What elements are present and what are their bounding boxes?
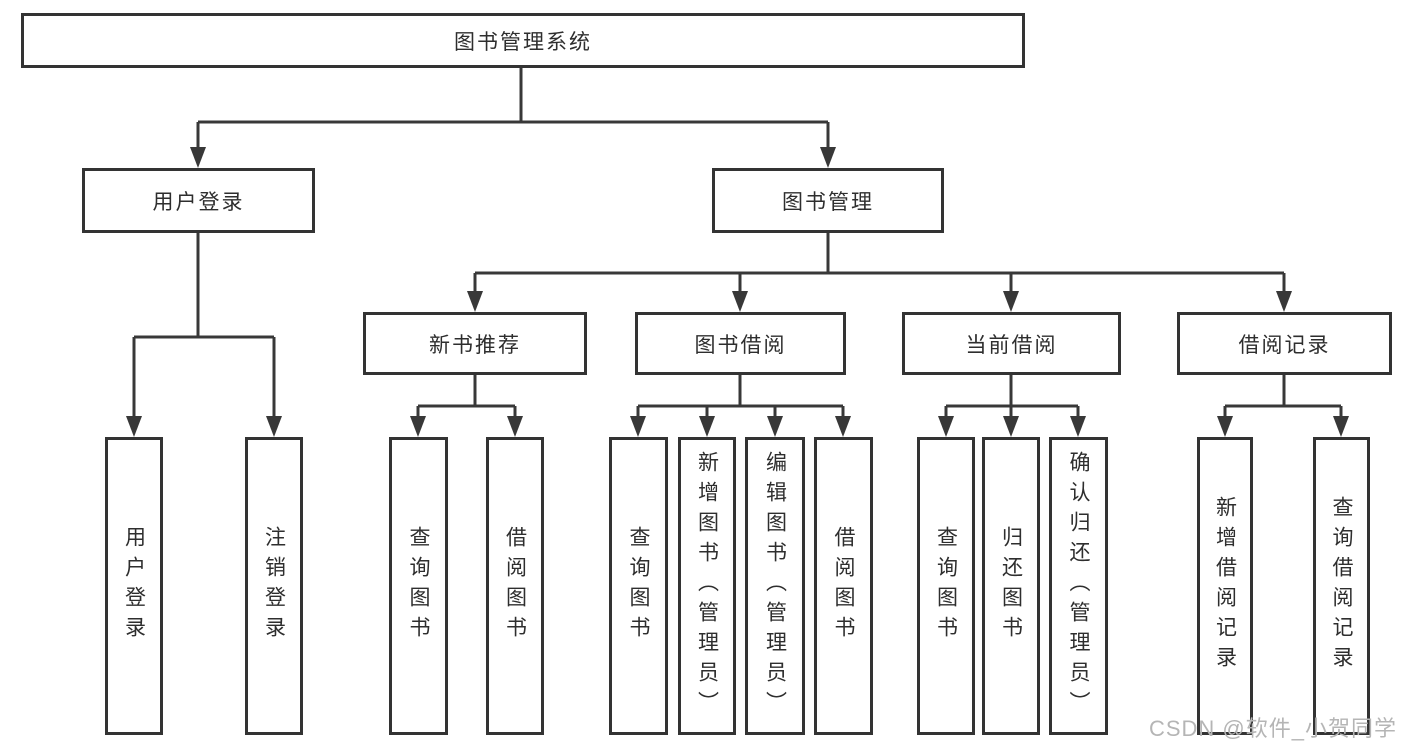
leaf-add-book-admin: 新增图书（管理员） (678, 437, 736, 735)
leaf-return-book: 归还图书 (982, 437, 1040, 735)
leaf-label: 查询图书 (407, 526, 430, 646)
leaf-label: 确认归还（管理员） (1067, 451, 1090, 721)
leaf-query-book: 查询图书 (917, 437, 975, 735)
node-book-management: 图书管理 (712, 168, 944, 233)
node-library-management-system: 图书管理系统 (21, 13, 1025, 68)
csdn-watermark: CSDN @软件_小贺同学 (1148, 716, 1397, 741)
leaf-label: 编辑图书（管理员） (763, 451, 787, 721)
leaf-borrow-book: 借阅图书 (814, 437, 873, 735)
leaf-label: 归还图书 (999, 526, 1023, 646)
leaf-add-borrow-record: 新增借阅记录 (1197, 437, 1253, 735)
leaf-borrow-book: 借阅图书 (486, 437, 544, 735)
leaf-label: 借阅图书 (832, 526, 855, 646)
node-borrow-records: 借阅记录 (1177, 312, 1392, 375)
leaf-label: 查询图书 (934, 526, 958, 646)
leaf-label: 借阅图书 (503, 526, 527, 646)
leaf-logout: 注销登录 (245, 437, 303, 735)
node-book-borrow: 图书借阅 (635, 312, 846, 375)
node-new-book-recommend: 新书推荐 (363, 312, 587, 375)
leaf-label: 查询借阅记录 (1330, 496, 1353, 676)
leaf-label: 新增图书（管理员） (695, 451, 719, 721)
node-user-login: 用户登录 (82, 168, 315, 233)
arrowheads (126, 147, 1349, 437)
leaf-edit-book-admin: 编辑图书（管理员） (745, 437, 805, 735)
leaf-label: 新增借阅记录 (1213, 496, 1237, 676)
leaf-label: 用户登录 (122, 526, 146, 646)
leaf-user-login: 用户登录 (105, 437, 163, 735)
leaf-query-book: 查询图书 (389, 437, 448, 735)
leaf-query-book: 查询图书 (609, 437, 668, 735)
leaf-label: 注销登录 (262, 526, 286, 646)
leaf-label: 查询图书 (627, 526, 650, 646)
leaf-query-borrow-record: 查询借阅记录 (1313, 437, 1370, 735)
leaf-confirm-return-admin: 确认归还（管理员） (1049, 437, 1108, 735)
node-current-borrow: 当前借阅 (902, 312, 1121, 375)
